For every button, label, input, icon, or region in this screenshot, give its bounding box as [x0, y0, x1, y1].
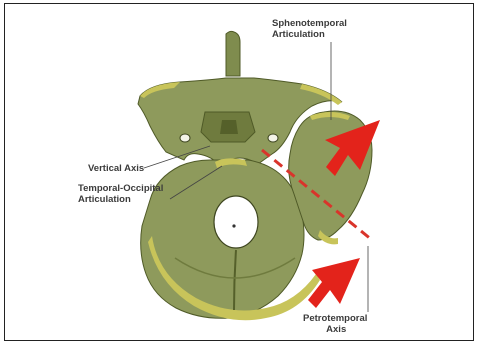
petrotemporal-line1: Petrotemporal: [303, 313, 367, 324]
temporal-occipital-line2: Articulation: [78, 194, 163, 205]
sphenotemporal-label: Sphenotemporal Articulation: [272, 18, 347, 40]
temporal-occipital-line1: Temporal-Occipital: [78, 183, 163, 194]
sphenotemporal-line2: Articulation: [272, 29, 347, 40]
sphenotemporal-line1: Sphenotemporal: [272, 18, 347, 29]
petrotemporal-line2: Axis: [303, 324, 367, 335]
petrotemporal-label: Petrotemporal Axis: [303, 313, 367, 335]
vertical-axis-text: Vertical Axis: [88, 163, 144, 174]
temporal-occipital-label: Temporal-Occipital Articulation: [78, 183, 163, 205]
vertical-axis-label: Vertical Axis: [88, 163, 144, 174]
